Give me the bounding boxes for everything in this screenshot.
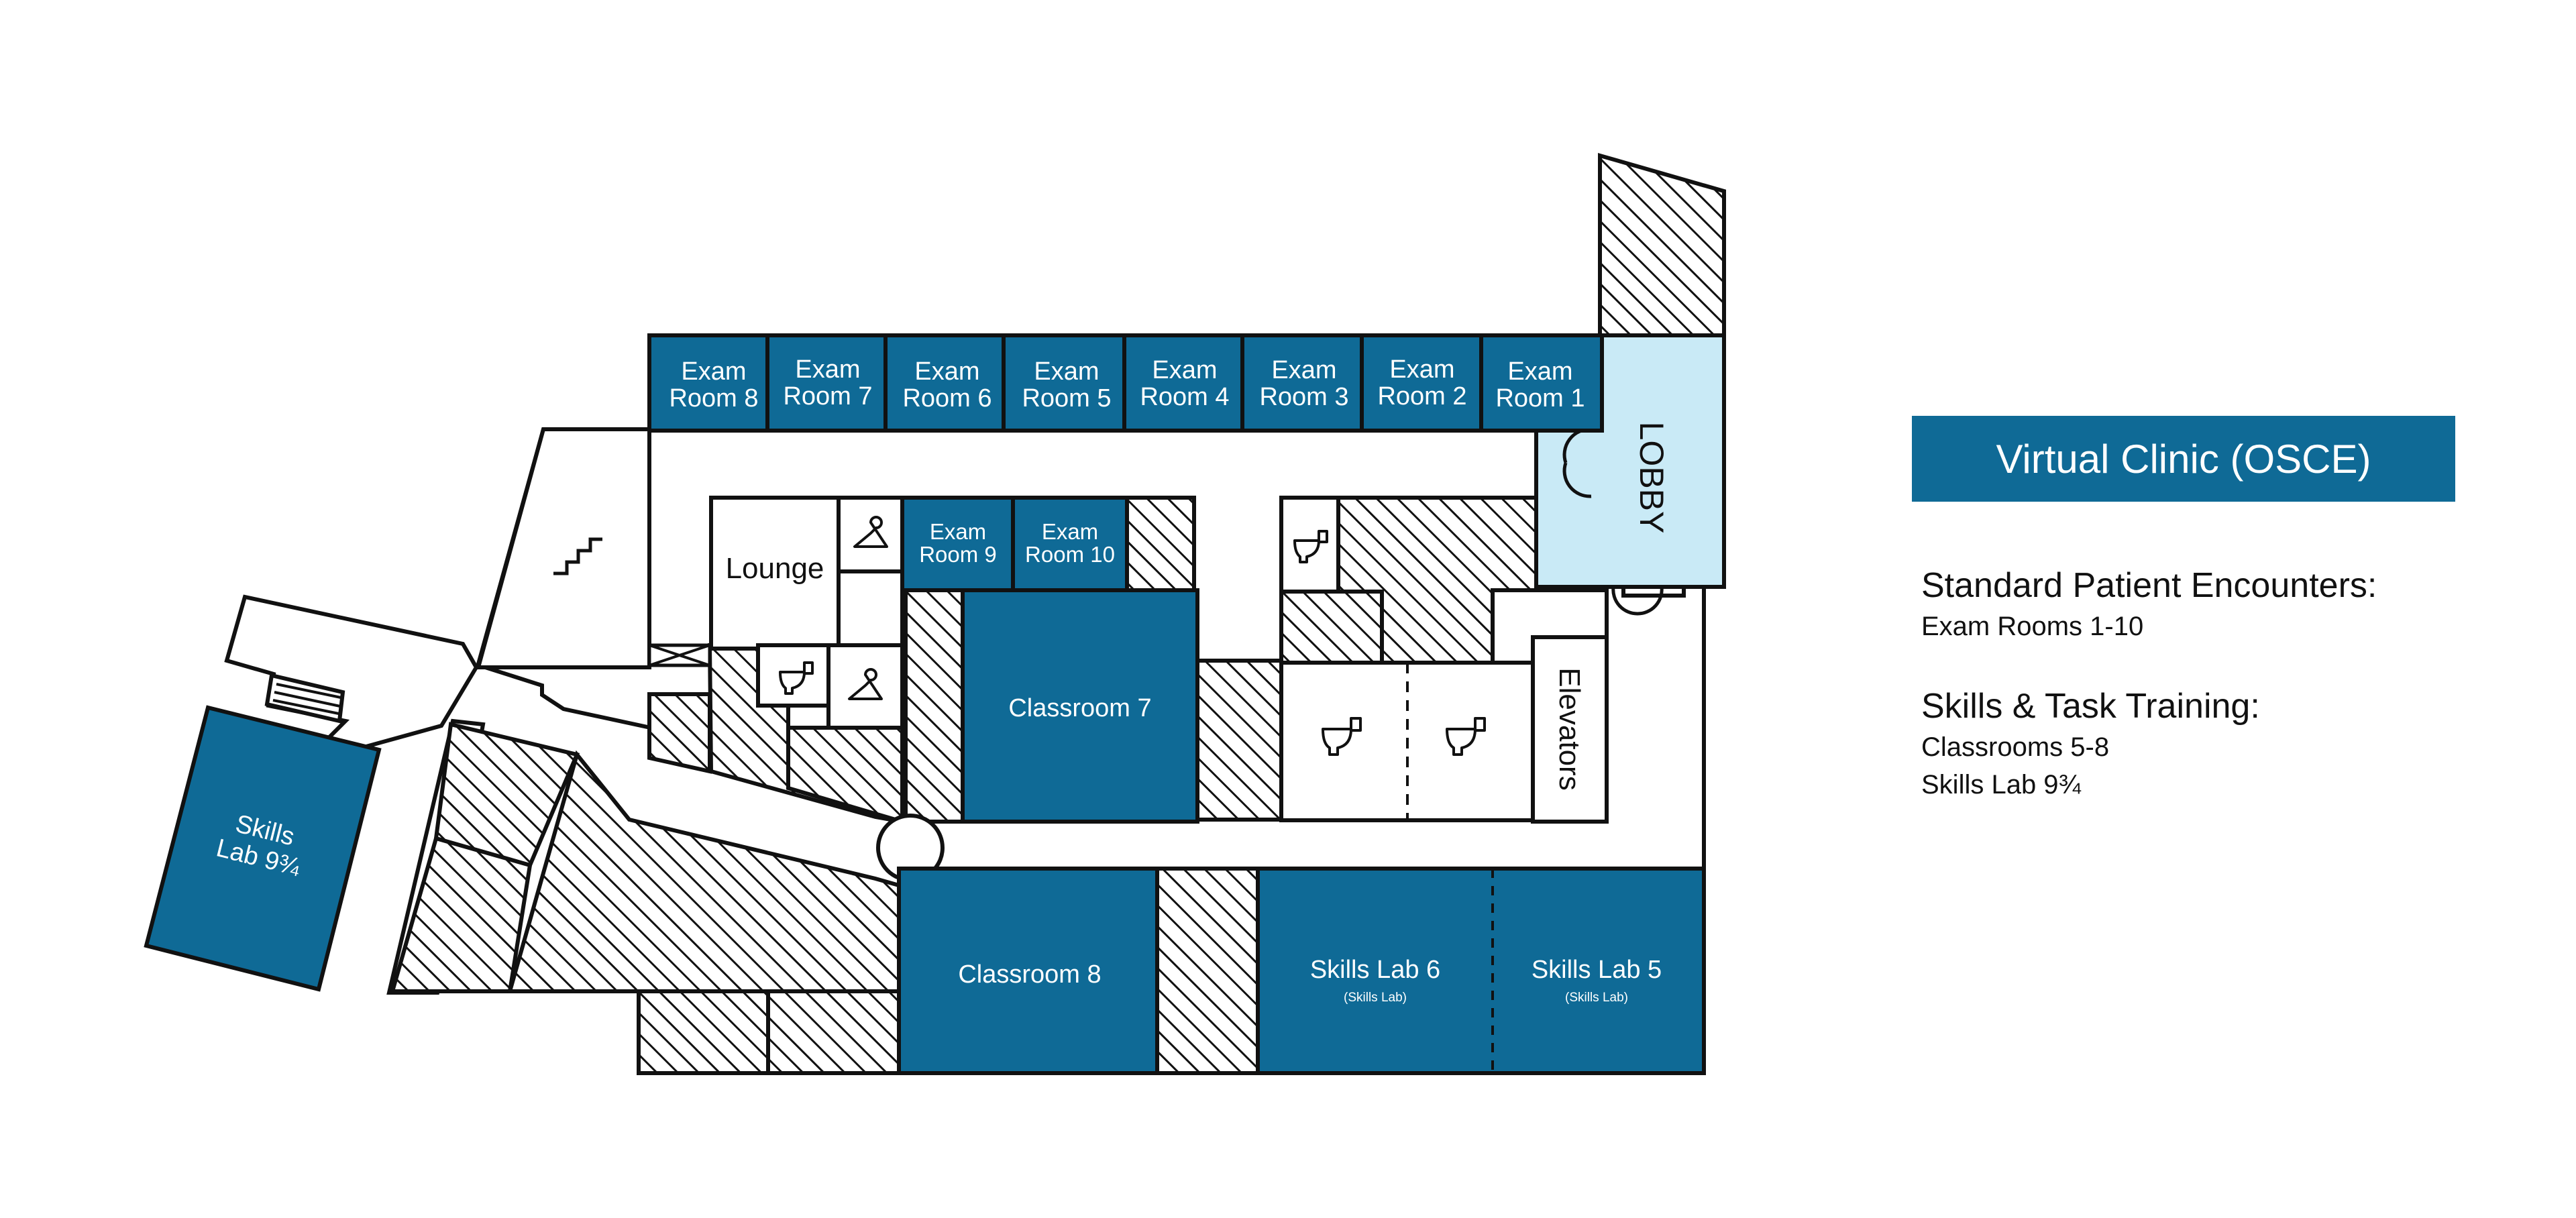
exam-room-6[interactable]: [883, 333, 1006, 433]
skills-labs-5-6: [1256, 867, 1706, 1075]
exam-room-5[interactable]: [1002, 333, 1126, 433]
legend-heading: Standard Patient Encounters:: [1921, 566, 2377, 605]
stairs-icon: [553, 537, 602, 575]
legend-heading: Skills & Task Training:: [1921, 687, 2260, 726]
skills-lab-9-3-4[interactable]: [144, 705, 382, 992]
classroom-7-label: Classroom 7: [1008, 694, 1151, 722]
legend-title-banner: Virtual Clinic (OSCE): [1912, 416, 2455, 502]
classroom-8[interactable]: [897, 867, 1159, 1075]
skills-lab-6-sublabel: (Skills Lab): [1344, 991, 1407, 1005]
legend-group-skills-training: Skills & Task Training: Classrooms 5-8 S…: [1921, 684, 2377, 804]
toilet-icon: [1446, 717, 1486, 756]
support-rooms: [647, 496, 1609, 824]
legend-item: Exam Rooms 1-10: [1921, 612, 2144, 641]
classroom-8-label: Classroom 8: [958, 960, 1101, 989]
toilet-icon: [1322, 717, 1362, 756]
classroom-7[interactable]: [961, 588, 1199, 824]
exam-room-4[interactable]: [1122, 333, 1244, 433]
elevators-room: [1531, 635, 1609, 824]
legend-item: Classrooms 5-8: [1921, 732, 2110, 762]
skills-lab-5-sublabel: (Skills Lab): [1565, 991, 1628, 1005]
coat-hanger-icon: [848, 668, 883, 700]
coat-hanger-icon: [853, 516, 888, 548]
toilet-icon: [779, 661, 814, 695]
legend-item: Skills Lab 9¾: [1921, 770, 2081, 799]
exam-room-7[interactable]: [765, 333, 888, 433]
legend-group-standard-patient: Standard Patient Encounters: Exam Rooms …: [1921, 563, 2377, 645]
teaching-rooms: Classroom 7 Classroom 8 Skills Lab 6 (Sk…: [144, 588, 1706, 1075]
elevators-label: Elevators: [1553, 667, 1586, 790]
lobby-label: LOBBY: [1633, 422, 1670, 534]
skills-lab-5-label: Skills Lab 5: [1532, 956, 1662, 984]
legend-title: Virtual Clinic (OSCE): [1996, 436, 2371, 482]
exam-room-9[interactable]: [900, 496, 1015, 592]
toilet-icon: [1293, 530, 1328, 563]
restroom-small: [1279, 496, 1340, 594]
lounge-label: Lounge: [726, 552, 824, 585]
skills-lab-6-label: Skills Lab 6: [1310, 956, 1440, 984]
door-swing-icon: [1611, 586, 1664, 616]
stairwell: [476, 427, 651, 669]
exam-room-1[interactable]: [1479, 333, 1604, 433]
restroom-west: [756, 643, 830, 708]
legend: Standard Patient Encounters: Exam Rooms …: [1921, 563, 2377, 842]
